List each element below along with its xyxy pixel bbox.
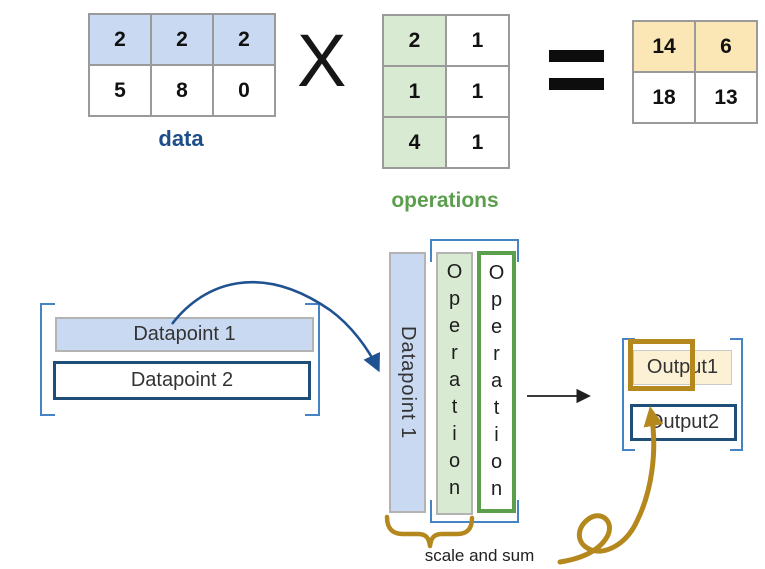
operations-matrix-label: operations <box>391 189 499 212</box>
datapoint1-box: Datapoint 1 <box>55 317 314 352</box>
operations-matrix-cell: 1 <box>446 15 509 66</box>
data-matrix-cell: 2 <box>213 14 275 65</box>
operation-column-green-label: O p e r a t i o n <box>446 261 463 499</box>
result-matrix: 14 6 18 13 <box>632 20 758 124</box>
output1-label: Output1 <box>646 356 719 378</box>
data-matrix-cell: 0 <box>213 65 275 116</box>
operations-matrix-cell: 1 <box>446 117 509 168</box>
result-matrix-cell: 6 <box>695 21 757 72</box>
equals-bar-top <box>549 50 604 62</box>
multiply-sign: X <box>297 19 347 102</box>
datapoint-group-bracket-left <box>40 303 55 416</box>
data-matrix-label: data <box>158 126 204 151</box>
output2-box: Output2 <box>630 404 737 441</box>
operations-matrix: 2 1 1 1 4 1 <box>382 14 510 169</box>
operation-column-outlined: O p e r a t i o n <box>477 251 516 513</box>
operations-matrix-cell: 2 <box>383 15 446 66</box>
output1-highlight-rect <box>628 339 695 391</box>
datapoint2-box: Datapoint 2 <box>53 361 311 400</box>
result-matrix-cell: 18 <box>633 72 695 123</box>
result-matrix-cell: 14 <box>633 21 695 72</box>
equals-sign <box>549 50 604 90</box>
output-group-bracket-right <box>730 338 743 451</box>
data-matrix-cell: 2 <box>151 14 213 65</box>
output1-box: Output1 <box>633 350 732 385</box>
data-matrix-cell: 8 <box>151 65 213 116</box>
datapoint2-label: Datapoint 2 <box>130 369 234 391</box>
data-matrix-cell: 2 <box>89 14 151 65</box>
datapoint1-label: Datapoint 1 <box>133 323 236 345</box>
operation-column-outlined-label: O p e r a t i o n <box>488 262 505 500</box>
output2-label: Output2 <box>647 411 720 433</box>
data-matrix-cell: 5 <box>89 65 151 116</box>
operations-matrix-cell: 1 <box>383 66 446 117</box>
datapoint-column-label: Datapoint 1 <box>397 325 419 440</box>
data-matrix: 2 2 2 5 8 0 <box>88 13 276 117</box>
operation-column-green: O p e r a t i o n <box>436 252 473 515</box>
operations-matrix-cell: 4 <box>383 117 446 168</box>
operations-bracket-top <box>430 239 519 262</box>
scale-and-sum-caption: scale and sum <box>424 546 535 565</box>
operations-bracket-bottom <box>430 500 519 523</box>
result-matrix-cell: 13 <box>695 72 757 123</box>
datapoint-column: Datapoint 1 <box>389 252 426 513</box>
operations-matrix-cell: 1 <box>446 66 509 117</box>
equals-bar-bottom <box>549 78 604 90</box>
